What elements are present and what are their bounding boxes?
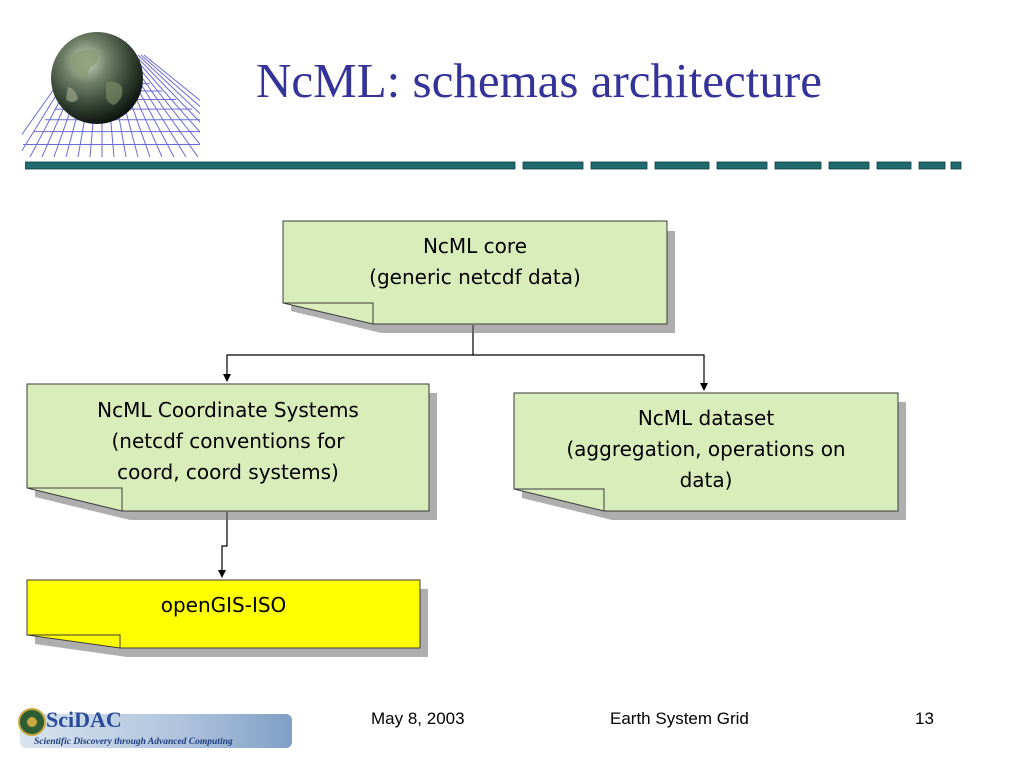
scidac-logo: SciDAC Scientific Discovery through Adva… [18,707,292,748]
note-shape [282,220,675,333]
node-opengis-iso: openGIS-ISO [26,579,428,657]
note-shape [26,579,428,657]
node-dataset-line-2: (aggregation, operations on [566,437,846,461]
node-opengis-line-1: openGIS-ISO [160,593,287,617]
edge-core-to-dataset [473,354,708,391]
page-title: NcML: schemas architecture [256,53,822,108]
node-coord-line-1: NcML Coordinate Systems [97,398,359,422]
node-coord-line-2: (netcdf conventions for [111,429,345,453]
logo-tagline: Scientific Discovery through Advanced Co… [34,737,233,747]
note-shape [513,392,906,520]
node-core-line-1: NcML core [422,234,528,258]
footer-title: Earth System Grid [610,709,749,728]
node-dataset-line-1: NcML dataset [637,406,775,430]
globe-grid-logo [22,32,200,157]
node-dataset-line-3: data) [679,468,733,492]
logo-wordmark: SciDAC [46,707,122,732]
footer-date: May 8, 2003 [371,709,465,728]
edge-core-to-coord [223,325,474,382]
node-ncml-core: NcML core (generic netcdf data) [282,220,675,333]
footer-page-number: 13 [915,709,934,728]
node-coord-line-3: coord, coord systems) [117,460,339,484]
note-shape [26,383,437,520]
node-core-line-2: (generic netcdf data) [369,265,581,289]
node-ncml-coordinate-systems: NcML Coordinate Systems (netcdf conventi… [26,383,437,520]
title-divider [25,161,962,170]
edge-coord-to-opengis [218,512,228,578]
node-ncml-dataset: NcML dataset (aggregation, operations on… [513,392,906,520]
